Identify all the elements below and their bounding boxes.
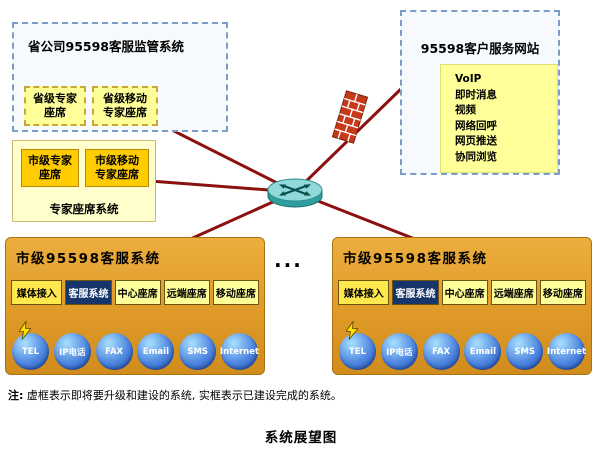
provincial-expert-seat: 省级专家 座席 [24, 86, 86, 126]
feature-co-browsing: 协同浏览 [455, 150, 497, 163]
feature-video: 视频 [455, 104, 476, 116]
channel-ip-phone: IP电话 [53, 333, 91, 370]
city-expert-seat: 市级专家 座席 [21, 149, 79, 187]
module-row: 媒体接入 客服系统 中心座席 远端座席 移动座席 [11, 280, 259, 305]
channel-tel: TEL [339, 333, 376, 370]
feature-voip: VoIP [455, 73, 482, 85]
note-prefix: 注: [8, 389, 24, 402]
channel-email: Email [137, 333, 175, 370]
module-mobile-seat: 移动座席 [539, 280, 586, 305]
module-media-access: 媒体接入 [338, 280, 390, 305]
feature-web-push: 网页推送 [455, 135, 497, 147]
feature-web-callback: 网络回呼 [455, 119, 497, 132]
module-remote-seat: 远端座席 [490, 280, 537, 305]
feature-instant-message: 即时消息 [455, 88, 497, 101]
more-systems-ellipsis: ... [274, 248, 303, 272]
website-panel: 95598客户服务网站 VoIP 即时消息 视频 网络回呼 网页推送 协同浏览 [400, 10, 560, 175]
lightning-icon [346, 321, 358, 340]
module-center-seat: 中心座席 [441, 280, 488, 305]
city-system-title: 市级95598客服系统 [16, 251, 161, 267]
channel-ip-phone: IP电话 [380, 333, 418, 370]
channel-sms: SMS [506, 333, 544, 370]
module-media-access: 媒体接入 [11, 280, 63, 305]
channel-tel: TEL [12, 333, 49, 370]
provincial-system-title: 省公司95598客服监管系统 [28, 39, 184, 54]
module-service-system: 客服系统 [65, 280, 112, 305]
channel-internet: Internet [220, 333, 259, 370]
website-feature-list: VoIP 即时消息 视频 网络回呼 网页推送 协同浏览 [440, 64, 558, 173]
lightning-icon [19, 321, 31, 340]
firewall-icon [331, 90, 369, 144]
provincial-mobile-expert-seat: 省级移动 专家座席 [92, 86, 158, 126]
expert-seat-panel: 市级专家 座席 市级移动 专家座席 专家座席系统 [12, 140, 156, 222]
module-service-system: 客服系统 [392, 280, 439, 305]
module-center-seat: 中心座席 [114, 280, 161, 305]
city-mobile-expert-seat: 市级移动 专家座席 [85, 149, 149, 187]
city-system-panel-2: 市级95598客服系统 媒体接入 客服系统 中心座席 远端座席 移动座席 TEL… [332, 237, 592, 375]
provincial-system-panel: 省公司95598客服监管系统 省级专家 座席 省级移动 专家座席 [12, 22, 228, 132]
module-mobile-seat: 移动座席 [212, 280, 259, 305]
diagram-caption: 系统展望图 [264, 430, 338, 446]
legend-note: 注: 虚框表示即将要升级和建设的系统, 实框表示已建设完成的系统。 [8, 387, 342, 403]
website-title: 95598客户服务网站 [420, 41, 540, 56]
connection-line-provincial [165, 125, 296, 194]
channel-row: TEL IP电话 FAX Email SMS Internet [12, 333, 259, 370]
channel-fax: FAX [95, 333, 133, 370]
note-text: 虚框表示即将要升级和建设的系统, 实框表示已建设完成的系统。 [23, 389, 342, 402]
module-remote-seat: 远端座席 [163, 280, 210, 305]
expert-seat-panel-label: 专家座席系统 [49, 202, 119, 216]
channel-email: Email [464, 333, 502, 370]
channel-sms: SMS [179, 333, 217, 370]
city-system-panel-1: 市级95598客服系统 媒体接入 客服系统 中心座席 远端座席 移动座席 TEL… [5, 237, 265, 375]
router-icon [267, 178, 323, 208]
channel-fax: FAX [422, 333, 460, 370]
city-system-title: 市级95598客服系统 [343, 251, 488, 267]
module-row: 媒体接入 客服系统 中心座席 远端座席 移动座席 [338, 280, 586, 305]
channel-internet: Internet [547, 333, 586, 370]
channel-row: TEL IP电话 FAX Email SMS Internet [339, 333, 586, 370]
